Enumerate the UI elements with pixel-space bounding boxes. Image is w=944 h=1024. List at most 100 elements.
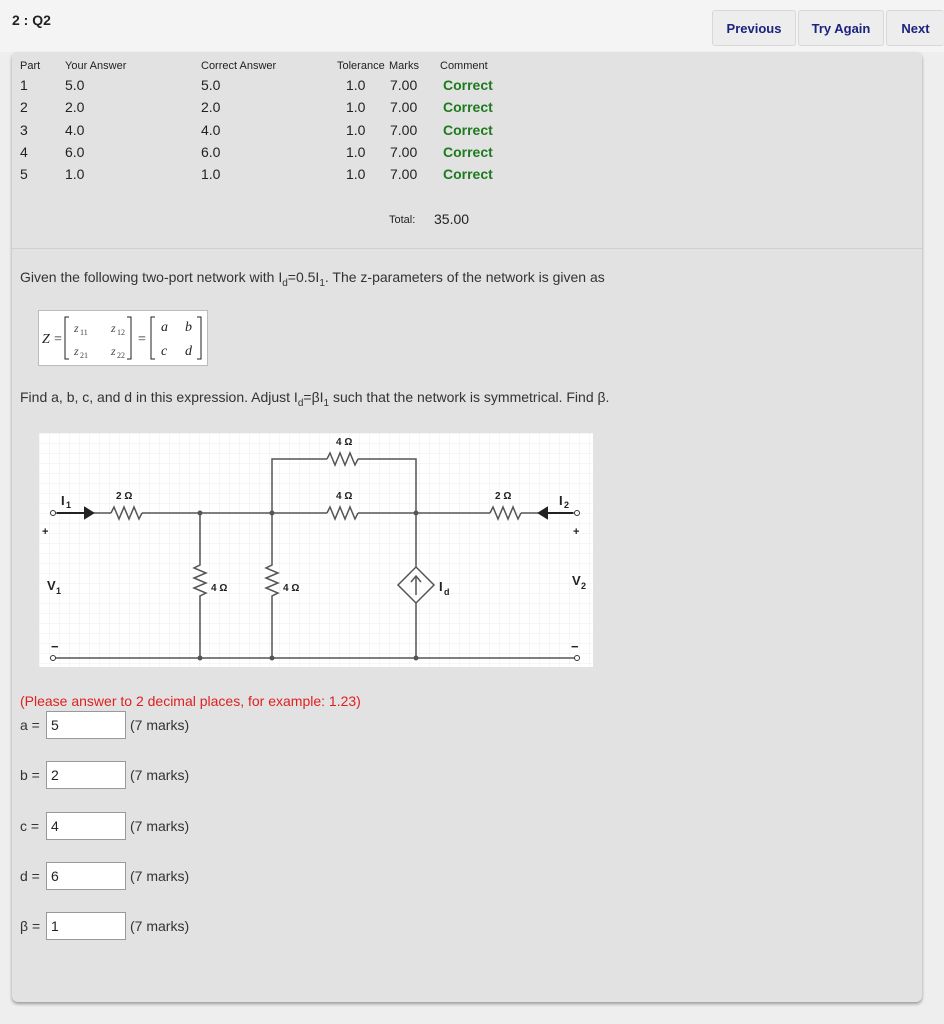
row-part: 4	[20, 144, 28, 160]
answer-label: β =	[20, 918, 41, 934]
answer-label: a =	[20, 717, 40, 733]
resistor-left	[110, 505, 143, 521]
resistor-right	[489, 505, 522, 521]
row-part: 3	[20, 122, 28, 138]
terminal	[574, 655, 580, 661]
label-r-shunt2: 4 Ω	[283, 583, 299, 594]
circuit-diagram: 4 Ω 4 Ω 2 Ω 2 Ω 4 Ω 4 Ω I 1 I 2 V 1 V 2 …	[39, 433, 593, 667]
resistor-middle	[326, 505, 359, 521]
label-i1: I	[61, 493, 65, 508]
col-header-correct-answer: Correct Answer	[201, 60, 277, 72]
section-divider	[12, 248, 922, 249]
junction-dot	[197, 655, 203, 661]
label-minus-right: −	[571, 639, 579, 654]
label-minus-left: −	[51, 639, 59, 654]
terminal	[50, 510, 56, 516]
svg-text:d: d	[185, 344, 193, 359]
col-header-marks: Marks	[389, 60, 419, 72]
answer-label: d =	[20, 868, 40, 884]
answer-marks: (7 marks)	[130, 717, 190, 733]
row-correct-answer: 4.0	[201, 122, 221, 138]
question-panel: Part Your Answer Correct Answer Toleranc…	[12, 52, 922, 1002]
answer-input-d[interactable]	[46, 862, 126, 890]
terminal	[50, 655, 56, 661]
svg-text:=: =	[54, 332, 62, 347]
wire-top-left	[271, 458, 327, 513]
junction-dot	[197, 510, 203, 516]
answer-input-a[interactable]	[46, 711, 126, 739]
label-r-left: 2 Ω	[116, 491, 132, 502]
total-label: Total:	[389, 214, 416, 226]
previous-button[interactable]: Previous	[712, 10, 796, 46]
svg-text:=: =	[138, 332, 146, 347]
svg-text:11: 11	[80, 328, 88, 337]
row-marks: 7.00	[390, 166, 418, 182]
row-part: 5	[20, 166, 28, 182]
row-part: 2	[20, 99, 28, 115]
row-correct-answer: 6.0	[201, 144, 221, 160]
answer-input-b[interactable]	[46, 761, 126, 789]
row-marks: 7.00	[390, 77, 418, 93]
next-button[interactable]: Next	[886, 10, 944, 46]
results-table: Part Your Answer Correct Answer Toleranc…	[12, 52, 922, 248]
label-plus-right: +	[573, 526, 579, 538]
question-header: 2 : Q2 Previous Try Again Next	[0, 0, 944, 52]
row-your-answer: 6.0	[65, 144, 85, 160]
svg-text:21: 21	[80, 351, 88, 360]
wire-top-right	[358, 458, 417, 513]
answer-row-c: c = (7 marks)	[20, 812, 189, 840]
col-header-comment: Comment	[440, 60, 488, 72]
answer-marks: (7 marks)	[130, 868, 190, 884]
row-marks: 7.00	[390, 122, 418, 138]
label-i2: I	[559, 493, 563, 508]
svg-text:z: z	[73, 321, 79, 335]
question-intro: Given the following two-port network wit…	[20, 269, 605, 289]
row-comment: Correct	[443, 77, 493, 93]
label-v2-sub: 2	[581, 581, 586, 591]
row-marks: 7.00	[390, 99, 418, 115]
answer-row-beta: β = (7 marks)	[20, 912, 189, 940]
label-r-middle: 4 Ω	[336, 491, 352, 502]
terminal	[574, 510, 580, 516]
wire-shunt1	[192, 513, 208, 658]
svg-text:12: 12	[117, 328, 125, 337]
resistor-top	[326, 451, 359, 467]
row-comment: Correct	[443, 99, 493, 115]
label-i2-sub: 2	[564, 500, 569, 510]
answer-input-c[interactable]	[46, 812, 126, 840]
answer-instruction: (Please answer to 2 decimal places, for …	[20, 693, 361, 709]
label-id-sub: d	[444, 587, 450, 597]
junction-dot	[413, 655, 419, 661]
row-your-answer: 4.0	[65, 122, 85, 138]
row-comment: Correct	[443, 122, 493, 138]
try-again-button[interactable]: Try Again	[798, 10, 884, 46]
label-r-right: 2 Ω	[495, 491, 511, 502]
dependent-source	[396, 565, 436, 605]
wire-shunt2	[264, 513, 280, 658]
svg-text:c: c	[161, 344, 168, 359]
label-v1: V	[47, 578, 56, 593]
row-marks: 7.00	[390, 144, 418, 160]
col-header-tolerance: Tolerance	[337, 60, 385, 72]
answer-marks: (7 marks)	[130, 818, 190, 834]
row-tolerance: 1.0	[346, 99, 366, 115]
col-header-your-answer: Your Answer	[65, 60, 127, 72]
label-plus-left: +	[42, 526, 48, 538]
grid-background	[39, 433, 593, 667]
question-find: Find a, b, c, and d in this expression. …	[20, 389, 610, 409]
label-id: I	[439, 579, 443, 594]
answer-marks: (7 marks)	[130, 918, 190, 934]
row-correct-answer: 1.0	[201, 166, 221, 182]
answer-input-beta[interactable]	[46, 912, 126, 940]
junction-dot	[269, 655, 275, 661]
row-your-answer: 2.0	[65, 99, 85, 115]
svg-text:Z: Z	[42, 332, 50, 347]
svg-text:z: z	[73, 344, 79, 358]
row-tolerance: 1.0	[346, 166, 366, 182]
z-parameter-matrix: Z = z 11 z 12 z 21 z 22 = a b c d	[38, 310, 208, 366]
i1-arrowhead	[84, 506, 95, 520]
answer-row-d: d = (7 marks)	[20, 862, 189, 890]
answer-row-a: a = (7 marks)	[20, 711, 189, 739]
svg-text:22: 22	[117, 351, 125, 360]
row-tolerance: 1.0	[346, 77, 366, 93]
